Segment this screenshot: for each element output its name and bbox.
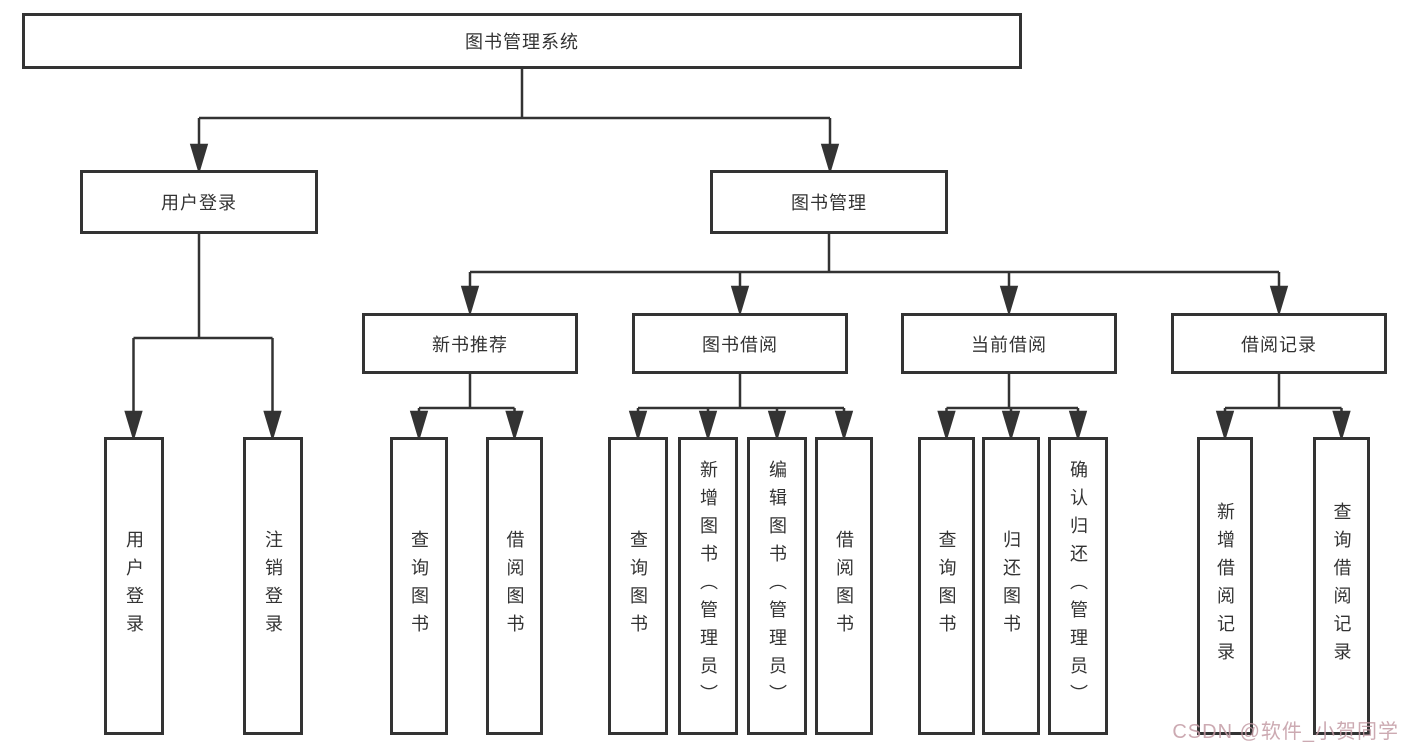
arrowhead <box>820 143 840 175</box>
leaf-logout: 注销登录 <box>243 437 303 735</box>
leaf-query-books: 查询图书 <box>390 437 448 735</box>
edge-borrow-record-split <box>1223 373 1343 415</box>
leaf-label: 借阅图书 <box>504 530 525 642</box>
leaf-label: 查询图书 <box>936 530 957 642</box>
arrowhead <box>730 285 750 317</box>
leaf-label: 用户登录 <box>124 530 144 642</box>
edge-current-borrow-split <box>945 373 1080 415</box>
leaf-label: 注销登录 <box>263 530 283 642</box>
node-book-borrow: 图书借阅 <box>632 313 848 374</box>
leaf-label: 编辑图书（管理员） <box>767 460 787 712</box>
node-user-login: 用户登录 <box>80 170 318 234</box>
leaf-return-books: 归还图书 <box>982 437 1040 735</box>
arrowhead <box>1001 410 1021 442</box>
arrowhead <box>1332 410 1351 442</box>
leaf-add-books-admin: 新增图书（管理员） <box>678 437 738 735</box>
arrowhead <box>999 285 1019 317</box>
leaf-query-books: 查询图书 <box>608 437 668 735</box>
leaf-label: 借阅图书 <box>834 530 854 642</box>
arrowhead <box>1215 410 1235 442</box>
arrowhead <box>1269 285 1289 317</box>
node-book-management: 图书管理 <box>710 170 948 234</box>
arrowhead <box>505 410 524 442</box>
node-root-library-system: 图书管理系统 <box>22 13 1022 69</box>
csdn-watermark: CSDN @软件_小贺同学 <box>1172 721 1399 743</box>
edge-root-split <box>197 68 832 148</box>
arrowhead <box>767 410 787 442</box>
leaf-user-login: 用户登录 <box>104 437 164 735</box>
leaf-add-borrow-record: 新增借阅记录 <box>1197 437 1253 735</box>
arrowhead <box>937 410 956 442</box>
node-current-borrow: 当前借阅 <box>901 313 1117 374</box>
leaf-query-books: 查询图书 <box>918 437 975 735</box>
edge-book-management-split <box>468 233 1281 290</box>
arrowhead <box>460 285 480 317</box>
arrowhead <box>1068 410 1088 442</box>
leaf-label: 新增借阅记录 <box>1215 502 1235 670</box>
leaf-confirm-return-admin: 确认归还（管理员） <box>1048 437 1108 735</box>
edge-user-login-split <box>132 233 274 415</box>
leaf-query-borrow-record: 查询借阅记录 <box>1313 437 1370 735</box>
leaf-borrow-books: 借阅图书 <box>815 437 873 735</box>
arrowhead <box>263 410 282 442</box>
leaf-label: 确认归还（管理员） <box>1068 460 1088 712</box>
edge-new-book-split <box>417 373 516 415</box>
arrowhead <box>628 410 648 442</box>
leaf-label: 归还图书 <box>1001 530 1021 642</box>
leaf-label: 查询图书 <box>628 530 648 642</box>
node-borrow-record: 借阅记录 <box>1171 313 1387 374</box>
leaf-label: 查询图书 <box>409 530 429 642</box>
arrowhead <box>409 410 429 442</box>
leaf-edit-books-admin: 编辑图书（管理员） <box>747 437 807 735</box>
leaf-label: 查询借阅记录 <box>1331 502 1352 670</box>
arrowhead <box>124 410 143 442</box>
arrowhead <box>834 410 854 442</box>
leaf-label: 新增图书（管理员） <box>698 460 718 712</box>
node-new-book-recommend: 新书推荐 <box>362 313 578 374</box>
edge-book-borrow-split <box>636 373 846 415</box>
arrowhead <box>189 143 209 175</box>
leaf-borrow-books: 借阅图书 <box>486 437 543 735</box>
arrowhead <box>698 410 718 442</box>
